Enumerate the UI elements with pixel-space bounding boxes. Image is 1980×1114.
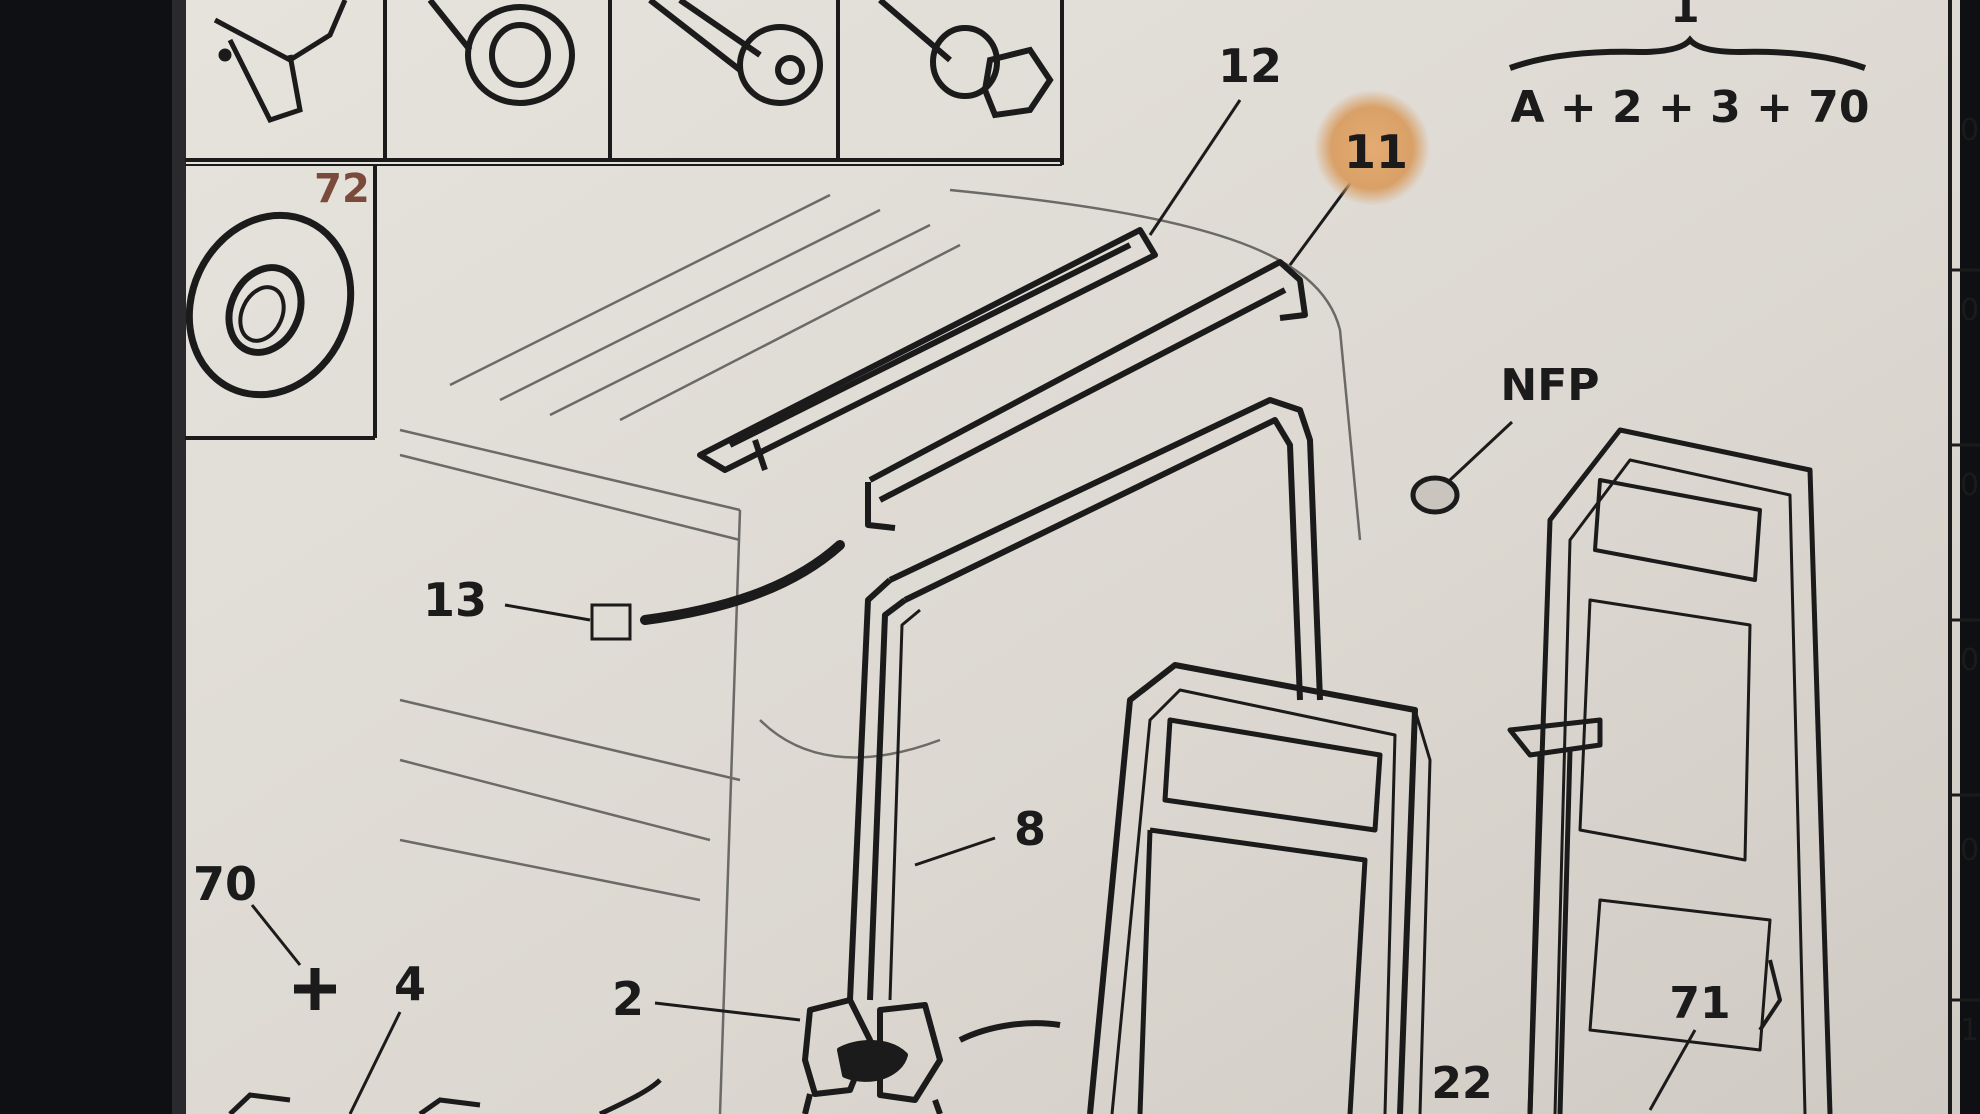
cross-fastener-part-70 (294, 968, 336, 1010)
roof-rail-part-12 (697, 227, 1158, 473)
nfp-plug-part (1410, 475, 1460, 515)
callout-2: 2 (612, 972, 644, 1026)
edge-mark-6: 1 (1960, 1013, 1979, 1048)
callout-4: 4 (394, 957, 426, 1011)
clip-part-icon (213, 0, 348, 124)
grommet-part-icon (427, 0, 575, 106)
kit-formula-number: 1 (1670, 0, 1699, 32)
callout-12: 12 (1218, 39, 1282, 93)
door-frame-seal-part-8 (847, 397, 1323, 1001)
edge-mark-3: 0 (1960, 468, 1979, 503)
callout-labels: 12 11 72 NFP 13 8 70 4 2 22 71 (193, 39, 1731, 1109)
left-shadow (172, 0, 186, 1114)
van-body-outline (399, 188, 1362, 1114)
callout-11: 11 (1344, 125, 1408, 179)
parts-inset-boxes (185, 0, 1064, 440)
callout-70: 70 (193, 857, 257, 911)
door-seal-part-11 (865, 259, 1308, 531)
callout-71: 71 (1669, 978, 1730, 1029)
rear-door-panel-part-22 (1087, 662, 1432, 1114)
kit-formula: 1 A + 2 + 3 + 70 (1508, 0, 1870, 133)
part-4-shape (228, 1078, 662, 1114)
washer-part-icon (185, 211, 355, 399)
edge-mark-4: 0 (1960, 643, 1979, 678)
callout-8: 8 (1014, 802, 1046, 856)
callout-22: 22 (1431, 1058, 1492, 1109)
callout-13: 13 (423, 573, 487, 627)
right-door-part-71 (1507, 427, 1833, 1114)
paper-background (180, 0, 1960, 1114)
seal-strip-part-13 (590, 540, 845, 641)
edge-mark-2: 0 (1960, 293, 1979, 328)
edge-mark-5: 0 (1960, 833, 1979, 868)
callout-11-highlight (1314, 90, 1430, 206)
hinge-part-2 (802, 997, 1061, 1114)
kit-formula-brace (1508, 35, 1867, 71)
callout-leader-lines (250, 99, 1697, 1114)
edge-mark-1: 0 (1960, 113, 1979, 148)
callout-72: 72 (314, 166, 370, 212)
kit-formula-text: A + 2 + 3 + 70 (1510, 82, 1869, 133)
callout-nfp: NFP (1500, 360, 1599, 411)
bolt-part-icon (648, 0, 823, 106)
screw-nut-part-icon (878, 0, 1054, 119)
right-edge-table: 0 0 0 0 0 1 (1948, 0, 1980, 1114)
